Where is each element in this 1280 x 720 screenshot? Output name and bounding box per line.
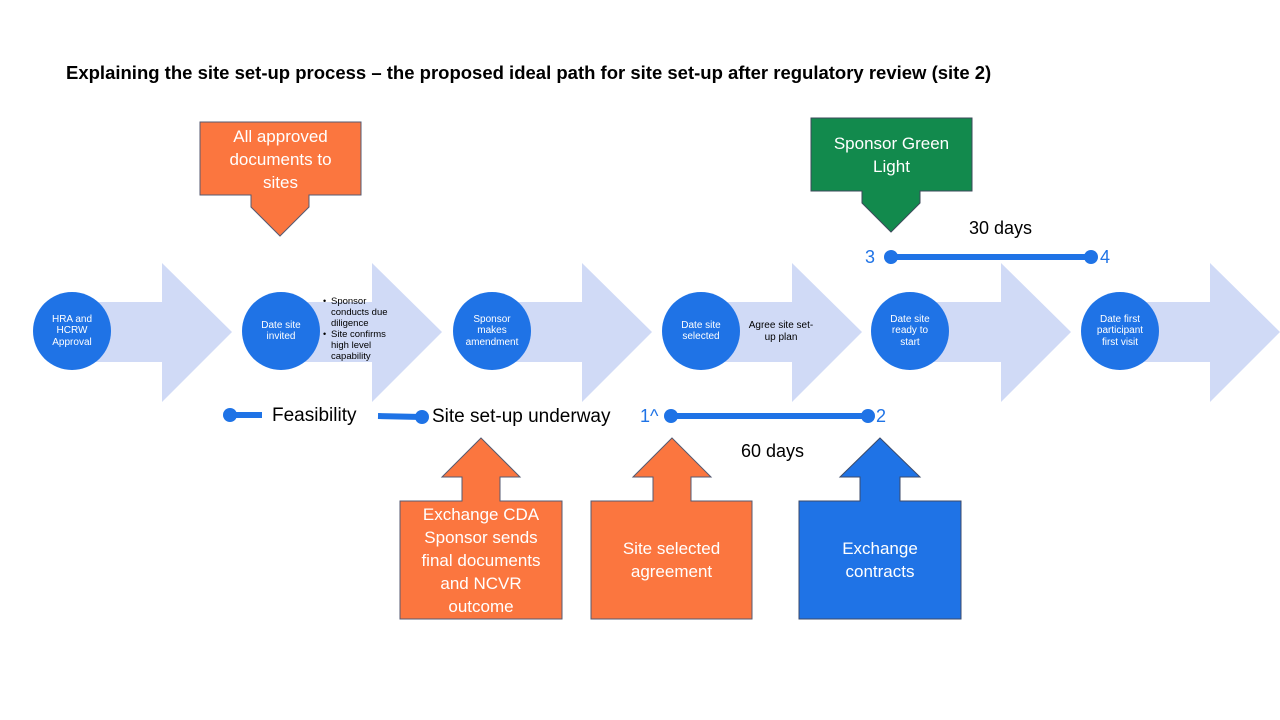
milestone-2-marker: 2 (876, 406, 887, 426)
process-circles (33, 292, 1159, 370)
callout-green-light-shape (810, 117, 973, 233)
process-arrow-4 (702, 263, 862, 402)
callout-site-selected-agreement-shape (590, 437, 753, 620)
process-arrow-1 (72, 263, 232, 402)
step-label-date-site-invited: Date site invited (261, 319, 301, 343)
timeline-feasibility (223, 408, 429, 424)
milestone-3-marker: 3 (865, 247, 876, 267)
step-label-sponsor-amendment: Sponsor makes amendment (465, 313, 519, 348)
milestone-1-marker: 1^ (640, 406, 659, 426)
duration-60-days: 60 days (741, 441, 805, 461)
step-circle-1 (33, 292, 111, 370)
callout-exchange-cda: Exchange CDA Sponsor sends final documen… (421, 504, 541, 616)
step-circle-6 (1081, 292, 1159, 370)
process-arrow-3 (492, 263, 652, 402)
timeline-30-days (884, 250, 1098, 264)
step-circle-2 (242, 292, 320, 370)
callout-site-selected-agreement: Site selected agreement (622, 539, 721, 581)
process-arrow-6 (1120, 263, 1280, 402)
site-setup-underway-label: Site set-up underway (432, 406, 611, 427)
process-arrow-5 (911, 263, 1071, 402)
duration-30-days: 30 days (969, 218, 1033, 238)
callout-exchange-contracts-shape (798, 437, 962, 620)
step-label-hra-approval: HRA and HCRW Approval (51, 313, 93, 348)
step-circle-3 (453, 292, 531, 370)
step-circle-5 (871, 292, 949, 370)
agree-setup-plan-note: Agree site set- up plan (748, 320, 814, 343)
callout-approved-documents: All approved documents to sites (229, 126, 332, 192)
bullet-item: Sponsor conducts due diligence (323, 296, 401, 329)
step-label-date-site-selected: Date site selected (681, 319, 721, 343)
page-title: Explaining the site set-up process – the… (66, 62, 992, 83)
feasibility-label: Feasibility (272, 405, 357, 426)
step-label-first-participant: Date first participant first visit (1096, 313, 1144, 348)
step-label-date-site-ready: Date site ready to start (890, 313, 930, 348)
callout-sponsor-green-light: Sponsor Green Light (833, 134, 950, 176)
callout-exchange-cda-shape (399, 437, 563, 620)
milestone-4-marker: 4 (1100, 247, 1111, 267)
timeline-60-days (664, 409, 875, 423)
callout-approved-documents-shape (199, 121, 362, 237)
callout-exchange-contracts: Exchange contracts (842, 539, 918, 581)
due-diligence-bullets: Sponsor conducts due diligence Site conf… (323, 296, 401, 362)
bullet-item: Site confirms high level capability (323, 329, 401, 362)
step-circle-4 (662, 292, 740, 370)
process-arrows (72, 263, 1280, 402)
